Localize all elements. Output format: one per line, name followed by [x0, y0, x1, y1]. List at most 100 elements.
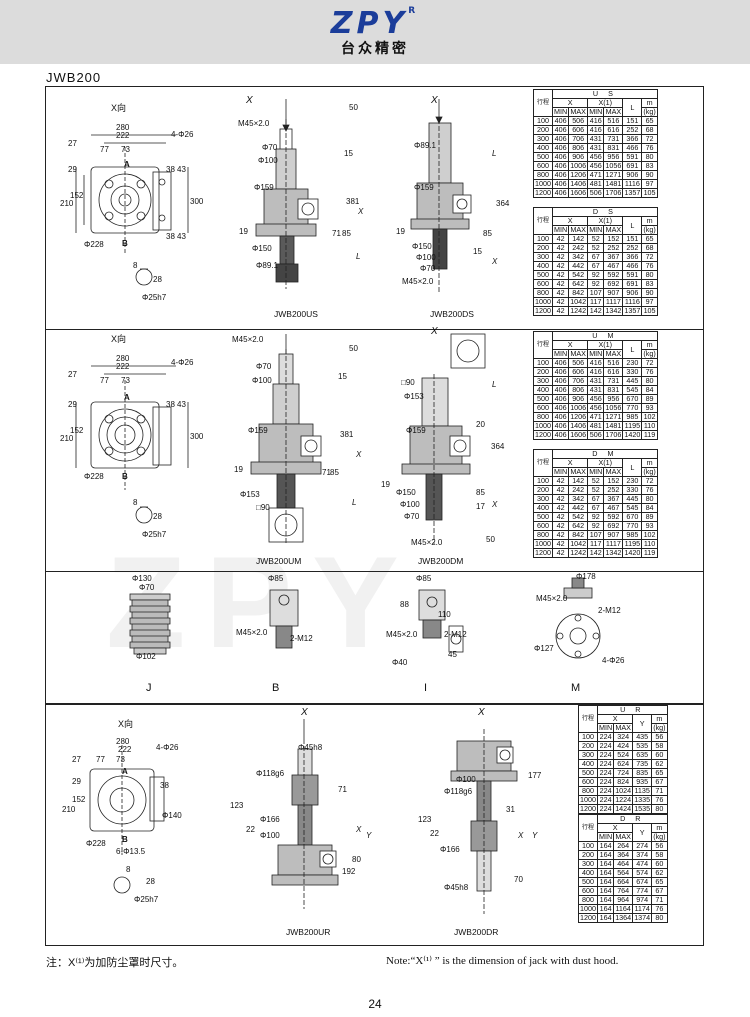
dim-phi70-um: Φ70: [256, 362, 272, 371]
dim-phi100-us: Φ100: [258, 156, 278, 165]
table-cell: 80: [651, 804, 668, 814]
note-english: Note:“X⁽¹⁾ ” is the dimension of jack wi…: [386, 955, 619, 967]
dim-phi127-m: Φ127: [534, 644, 554, 653]
caption-dr: JWB200DR: [454, 927, 499, 937]
dim-210: 210: [60, 199, 74, 208]
dim-phi25h7-3: Φ25h7: [134, 895, 159, 904]
dim-364-ds: 364: [496, 199, 510, 208]
dim-38-3: 38: [160, 781, 169, 790]
dim-80-ur: 80: [352, 855, 361, 864]
dim-50-um: 50: [349, 344, 358, 353]
dim-300: 300: [190, 197, 204, 206]
top-view-drawing-2: [75, 365, 189, 524]
dim-85-us: 85: [342, 229, 351, 238]
x-marker-dm: X: [431, 326, 438, 337]
dim-19-um: 19: [234, 465, 243, 474]
flange-m-drawing: [555, 577, 601, 659]
dim-phi228: Φ228: [84, 240, 104, 249]
dim-phi70-us: Φ70: [262, 143, 278, 152]
dim-phi85-i: Φ85: [416, 574, 432, 583]
caption-i: I: [424, 682, 428, 694]
table-cell: 142: [587, 306, 605, 316]
mark-b-3: B: [122, 835, 128, 844]
dim-phi166-dr: Φ166: [440, 845, 460, 854]
table-cell: 1200: [533, 306, 553, 316]
header-l: L: [622, 340, 643, 359]
dim-phi70-ds: Φ70: [420, 264, 436, 273]
table-cell: 406: [551, 188, 570, 198]
clevis-i-drawing: [418, 589, 464, 653]
dim-152: 152: [70, 191, 84, 200]
caption-ur: JWB200UR: [286, 927, 331, 937]
section-us-ds: X向 280 4-Φ26 222 27 77 73 A B 210 29 152…: [46, 87, 703, 329]
dim-m45-ds: M45×2.0: [402, 277, 434, 286]
dim-m45-um: M45×2.0: [232, 335, 264, 344]
dim-19-ds: 19: [396, 227, 405, 236]
dim-l-um: L: [352, 498, 357, 507]
dim-phi100-um: Φ100: [252, 376, 272, 385]
x-marker-dr: X: [478, 707, 485, 718]
drawing-frame: ZPY X向 280 4-Φ26 222 27 77 7: [45, 86, 704, 946]
x-direction-label-3: X向: [118, 719, 134, 729]
um-elevation-drawing: [250, 334, 322, 544]
dim-phi25h7-2: Φ25h7: [142, 530, 167, 539]
table-cell: 1200: [533, 430, 553, 440]
header-l: L: [622, 458, 643, 477]
dim-m45-dm: M45×2.0: [411, 538, 443, 547]
dim-8: 8: [133, 261, 138, 270]
dm-elevation-drawing: [401, 333, 486, 544]
dim-phi70-dm: Φ70: [404, 512, 420, 521]
dim-85-ds: 85: [483, 229, 492, 238]
dim-2m12-m: 2-M12: [598, 606, 621, 615]
section-ur-dr: X向 280 4-Φ26 222 27 77 73 A B 210 29 152…: [46, 703, 703, 947]
table-cell: 224: [596, 804, 615, 814]
dim-phi166-ur: Φ166: [260, 815, 280, 824]
dim-177-dr: 177: [528, 771, 542, 780]
dim-4-holes-2: 4-Φ26: [171, 358, 194, 367]
x-direction-label-2: X向: [111, 334, 127, 344]
table-cell: 406: [551, 430, 570, 440]
dim-phi150-ds: Φ150: [412, 242, 432, 251]
dim-phi102-j: Φ102: [136, 652, 156, 661]
dim-l-us: L: [356, 252, 361, 261]
dim-phi159-us: Φ159: [254, 183, 274, 192]
dim-2m12-i: 2-M12: [444, 630, 467, 639]
dim-x-um: X: [356, 450, 362, 459]
dim-71-us: 71: [332, 229, 341, 238]
dim-l-dm: L: [492, 380, 497, 389]
dim-17-dm: 17: [476, 502, 485, 511]
dim-4-holes-m: 4-Φ26: [602, 656, 625, 665]
mark-a-3: A: [122, 767, 128, 776]
table-cell: 1606: [568, 430, 589, 440]
dim-123-ur: 123: [230, 801, 244, 810]
brand-name: ZPY: [330, 6, 409, 41]
x-marker-us: X: [246, 95, 253, 106]
table-cell: 1342: [603, 548, 624, 558]
dim-phi118g6-ur: Φ118g6: [256, 769, 285, 778]
header-l: L: [622, 98, 643, 117]
dim-29-2: 29: [68, 400, 77, 409]
dim-28-3: 28: [146, 877, 155, 886]
dim-4-holes-3: 4-Φ26: [156, 743, 179, 752]
top-view-drawing-1: [75, 134, 189, 286]
ur-elevation-drawing: [271, 719, 339, 909]
dim-15-um: 15: [338, 372, 347, 381]
table-cell: 1242: [568, 548, 589, 558]
dim-28: 28: [153, 275, 162, 284]
dim-85-dm: 85: [476, 488, 485, 497]
dim-152-2: 152: [70, 426, 84, 435]
dr-elevation-drawing: [450, 729, 518, 914]
dim-77: 77: [100, 145, 109, 154]
dim-210-2: 210: [60, 434, 74, 443]
dim-y-ur: Y: [366, 831, 372, 840]
